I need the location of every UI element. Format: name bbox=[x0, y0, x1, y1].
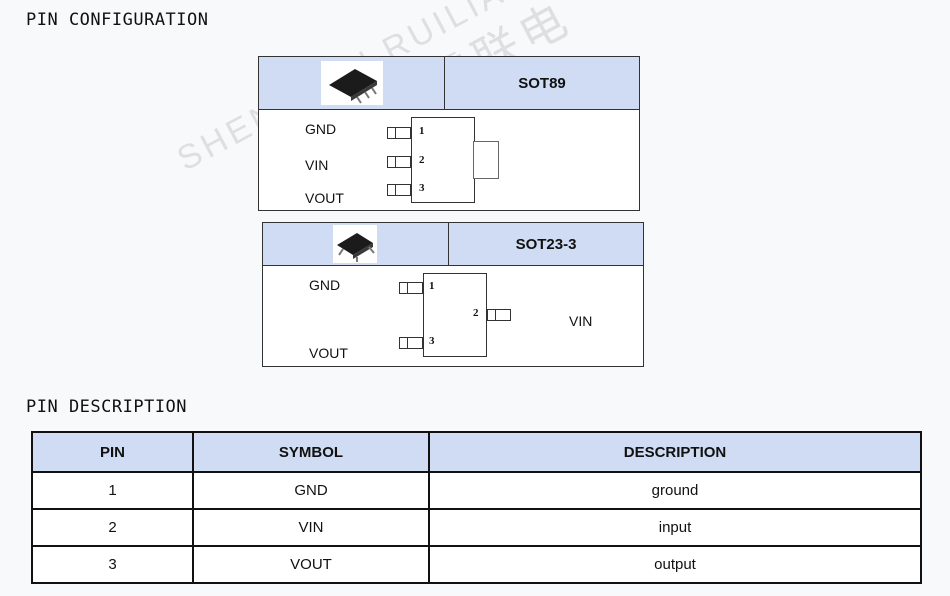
header-pin: PIN bbox=[31, 431, 194, 473]
package-header: SOT89 bbox=[259, 57, 639, 110]
cell-symbol: VIN bbox=[192, 508, 430, 547]
pin-lead-1 bbox=[387, 127, 411, 139]
pin-label-vin: VIN bbox=[569, 313, 593, 329]
sot23-chip-icon bbox=[333, 225, 377, 263]
pin-lead-3 bbox=[399, 337, 423, 349]
package-sot89: SOT89 GND VIN VOUT 1 2 3 bbox=[258, 56, 640, 211]
pin-configuration-heading: PIN CONFIGURATION bbox=[26, 10, 209, 30]
chip-tab bbox=[473, 141, 499, 179]
table-row: 1 GND ground bbox=[31, 471, 922, 510]
header-description: DESCRIPTION bbox=[428, 431, 922, 473]
package-image-cell bbox=[259, 57, 445, 109]
pin-number-1: 1 bbox=[419, 125, 425, 137]
pin-lead-2 bbox=[487, 309, 511, 321]
table-row: 3 VOUT output bbox=[31, 545, 922, 584]
pin-label-vout: VOUT bbox=[305, 190, 344, 206]
pin-label-gnd: GND bbox=[309, 277, 341, 293]
cell-description: ground bbox=[428, 471, 922, 510]
sot89-chip-icon bbox=[321, 61, 383, 105]
pin-lead-3 bbox=[387, 184, 411, 196]
pin-label-vout: VOUT bbox=[309, 345, 348, 361]
cell-symbol: VOUT bbox=[192, 545, 430, 584]
cell-description: input bbox=[428, 508, 922, 547]
pin-label-gnd: GND bbox=[305, 121, 337, 137]
pin-number-2: 2 bbox=[419, 154, 425, 166]
pin-lead-1 bbox=[399, 282, 423, 294]
cell-pin: 3 bbox=[31, 545, 194, 584]
header-symbol: SYMBOL bbox=[192, 431, 430, 473]
package-name: SOT23-3 bbox=[515, 235, 577, 253]
cell-description: output bbox=[428, 545, 922, 584]
pin-number-2: 2 bbox=[473, 307, 479, 319]
pin-lead-2 bbox=[387, 156, 411, 168]
table-row: 2 VIN input bbox=[31, 508, 922, 547]
pin-number-1: 1 bbox=[429, 280, 435, 292]
chip-body bbox=[411, 117, 475, 203]
pin-description-heading: PIN DESCRIPTION bbox=[26, 397, 188, 417]
package-sot23-3: SOT23-3 GND VIN VOUT 1 3 2 bbox=[262, 222, 644, 367]
pin-number-3: 3 bbox=[419, 182, 425, 194]
package-image-cell bbox=[263, 223, 449, 265]
package-name: SOT89 bbox=[518, 74, 566, 92]
cell-pin: 2 bbox=[31, 508, 194, 547]
cell-pin: 1 bbox=[31, 471, 194, 510]
chip-body bbox=[423, 273, 487, 357]
pin-number-3: 3 bbox=[429, 335, 435, 347]
cell-symbol: GND bbox=[192, 471, 430, 510]
table-header-row: PIN SYMBOL DESCRIPTION bbox=[31, 431, 922, 473]
pin-label-vin: VIN bbox=[305, 157, 329, 173]
package-header: SOT23-3 bbox=[263, 223, 643, 266]
pin-description-table: PIN SYMBOL DESCRIPTION 1 GND ground 2 VI… bbox=[31, 431, 922, 584]
